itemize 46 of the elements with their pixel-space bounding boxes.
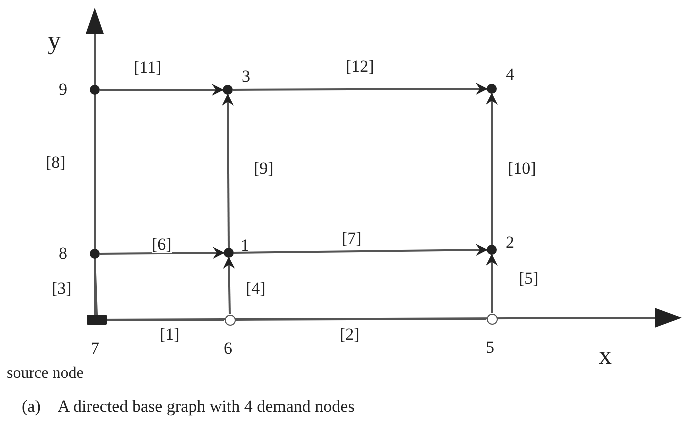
arrow	[100, 247, 225, 260]
edge-label: [8]	[46, 154, 66, 171]
arrow	[223, 257, 236, 315]
graph-vertex	[487, 245, 497, 255]
edge-label: [12]	[346, 58, 374, 75]
edge-label: [1]	[160, 326, 180, 343]
edge-label: [4]	[246, 280, 266, 297]
edge-line	[236, 318, 486, 321]
vertex-number: 4	[506, 66, 514, 83]
vertex-number: 2	[506, 234, 514, 251]
edge-label: [10]	[508, 160, 536, 177]
hollow-vertex	[224, 314, 236, 326]
edge-label: [7]	[342, 230, 362, 247]
figure-caption: (a) A directed base graph with 4 demand nodes	[22, 398, 355, 415]
edge-line	[94, 95, 96, 249]
edge-label: [6]	[152, 236, 172, 253]
edge-label: [9]	[254, 160, 274, 177]
vertex-number: 8	[59, 245, 68, 262]
edge-line	[107, 319, 224, 321]
graph-vertex	[487, 84, 497, 94]
hollow-vertex	[486, 314, 498, 324]
graph-vertex	[223, 85, 233, 95]
edge-label: [11]	[134, 59, 162, 76]
edge-label: [5]	[519, 270, 539, 287]
graph-vertex	[224, 248, 234, 258]
axis-label: y	[48, 28, 61, 54]
vertex-number: 6	[224, 340, 232, 357]
vertex-number: 1	[241, 237, 250, 254]
vertex-number: 3	[242, 68, 250, 85]
arrow	[234, 244, 488, 256]
arrow	[486, 93, 498, 245]
axis-label: x	[599, 343, 612, 369]
edge-line	[94, 258, 98, 316]
edge-label: [3]	[52, 280, 72, 297]
arrow	[100, 84, 224, 96]
vertex-number: 7	[91, 340, 100, 357]
vertex-number: 5	[486, 339, 494, 356]
graph-vertex	[90, 85, 100, 95]
arrow	[222, 94, 234, 248]
arrow	[233, 83, 488, 96]
source-vertex	[87, 315, 107, 325]
vertex-number: 9	[59, 81, 68, 98]
arrow	[486, 254, 498, 314]
edge-label: [2]	[340, 326, 360, 343]
graph-vertex	[90, 249, 100, 259]
vertex-caption: source node	[7, 366, 84, 382]
